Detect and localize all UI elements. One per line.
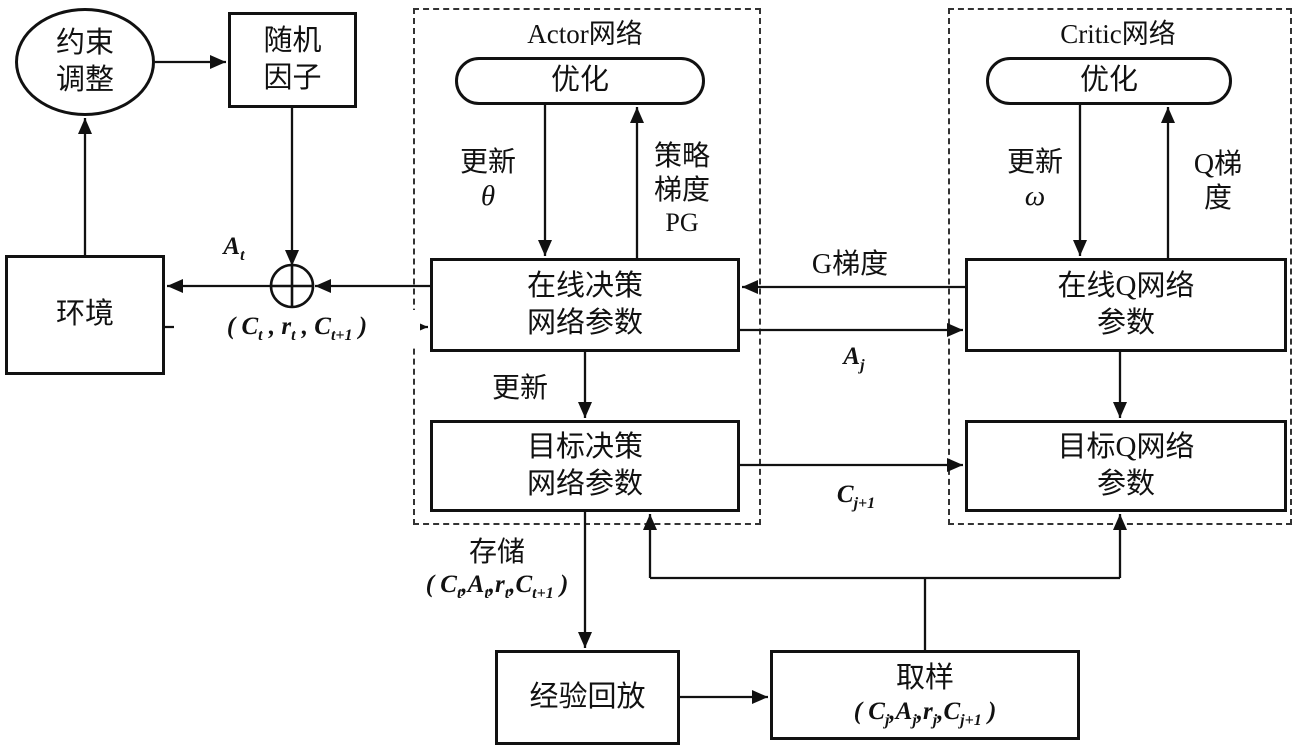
replay-buffer-label: 经验回放: [529, 680, 646, 713]
online-policy-label: 在线决策 网络参数: [526, 269, 643, 339]
update-theta-label: 更新 θ: [448, 146, 528, 214]
online-q-node: 在线Q网络 参数: [965, 258, 1287, 352]
q-gradient-label: Q梯 度: [1193, 149, 1243, 215]
math-part: , r: [262, 313, 292, 340]
constraint-adjust-label: 约束 调整: [55, 26, 114, 96]
math-part: ): [553, 571, 569, 599]
math-sub: j: [912, 711, 917, 729]
store-text: 存储: [468, 537, 525, 568]
critic-optimize-label: 优化: [1079, 64, 1138, 97]
critic-group-title: Critic网络: [1060, 19, 1176, 49]
environment-node: 环境: [5, 255, 165, 375]
math-part: ,A: [461, 571, 485, 599]
online-policy-node: 在线决策 网络参数: [430, 258, 740, 352]
state-tuple-label: ( Ct , rt , Ct+1 ): [174, 310, 420, 348]
update-target-label: 更新: [491, 373, 548, 404]
math-part: ,A: [889, 697, 913, 725]
replay-buffer-node: 经验回放: [495, 650, 680, 745]
policy-gradient-text: 策略 梯度: [653, 141, 710, 207]
policy-gradient-label: 策略 梯度 PG: [640, 140, 724, 238]
math-part: ( C: [226, 313, 259, 340]
math-part: C: [836, 481, 854, 508]
math-sub: t: [258, 327, 263, 344]
target-policy-node: 目标决策 网络参数: [430, 420, 740, 512]
math-sub: t: [504, 585, 510, 603]
random-factor-node: 随机 因子: [228, 12, 357, 108]
math-part: ,r: [916, 697, 933, 725]
a-j-label: Aj: [826, 342, 882, 375]
math-part: ,r: [488, 571, 505, 599]
store-tuple-label: ( Ct,At,rt,Ct+1 ): [382, 570, 612, 603]
math-sub: t: [291, 327, 296, 344]
update-theta-text: 更新: [459, 147, 516, 178]
math-sub: t: [240, 247, 245, 264]
c-j1-label: Cj+1: [818, 480, 894, 513]
math-part: ( C: [425, 571, 457, 599]
math-part: ): [352, 313, 368, 340]
sample-node: 取样 ( Cj,Aj,rj,Cj+1 ): [770, 650, 1080, 740]
a-t-label: At: [206, 232, 262, 265]
update-omega-label: 更新 ω: [995, 146, 1075, 214]
random-factor-label: 随机 因子: [263, 24, 322, 94]
actor-optimize-label: 优化: [550, 64, 609, 97]
math-part: ( C: [853, 697, 885, 725]
math-part: A: [223, 233, 241, 260]
math-sub: t+1: [532, 585, 554, 603]
target-q-label: 目标Q网络 参数: [1057, 430, 1195, 500]
target-q-node: 目标Q网络 参数: [965, 420, 1287, 512]
math-sub: t: [456, 585, 462, 603]
pg-abbrev: PG: [665, 208, 699, 238]
math-part: ,C: [509, 571, 533, 599]
online-q-label: 在线Q网络 参数: [1057, 269, 1195, 339]
target-policy-label: 目标决策 网络参数: [526, 430, 643, 500]
math-part: ,C: [937, 697, 961, 725]
environment-label: 环境: [55, 298, 114, 331]
sample-title-label: 取样: [895, 661, 954, 694]
critic-optimize-node: 优化: [986, 57, 1232, 105]
actor-optimize-node: 优化: [455, 57, 705, 105]
store-label: 存储 ( Ct,At,rt,Ct+1 ): [382, 536, 612, 603]
theta-symbol: θ: [480, 180, 496, 213]
math-sub: t+1: [330, 327, 353, 344]
omega-symbol: ω: [1024, 180, 1046, 213]
sample-tuple-label: ( Cj,Aj,rj,Cj+1 ): [854, 697, 997, 730]
update-omega-text: 更新: [1006, 147, 1063, 178]
sum-junction-icon: [269, 263, 315, 309]
math-sub: j+1: [960, 711, 982, 729]
constraint-adjust-node: 约束 调整: [15, 8, 155, 116]
actor-group-title: Actor网络: [527, 19, 643, 49]
math-sub: j: [860, 357, 865, 374]
math-sub: j: [884, 711, 890, 729]
math-sub: j: [932, 711, 938, 729]
math-sub: j+1: [853, 495, 876, 512]
math-part: ): [981, 697, 997, 725]
math-part: , C: [295, 313, 331, 340]
math-part: A: [843, 343, 861, 370]
g-gradient-label: G梯度: [811, 249, 889, 280]
math-sub: t: [484, 585, 489, 603]
actor-network-group: [413, 8, 761, 525]
